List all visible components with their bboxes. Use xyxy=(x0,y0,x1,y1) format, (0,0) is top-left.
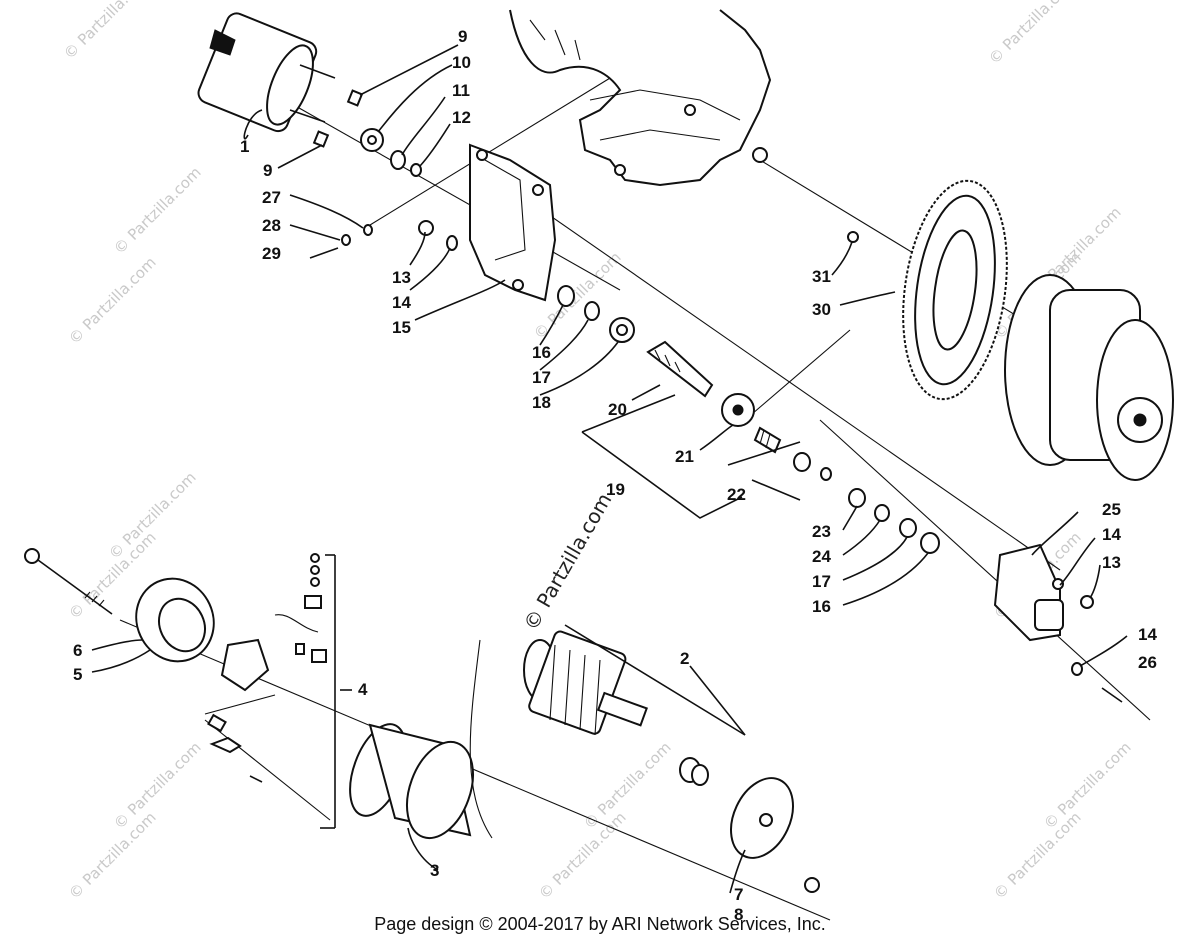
callout-6: 6 xyxy=(73,641,82,660)
engine-crankcase xyxy=(509,9,772,187)
callout-16: 16 xyxy=(532,343,551,362)
callout-26: 26 xyxy=(1138,653,1157,672)
starter-motor xyxy=(197,12,336,133)
callout-18: 18 xyxy=(532,393,551,412)
callout-24: 24 xyxy=(812,547,831,566)
callout-16-right: 16 xyxy=(812,597,831,616)
callout-4: 4 xyxy=(358,680,368,699)
brush-holder xyxy=(204,553,336,829)
callout-29: 29 xyxy=(262,244,281,263)
leader-lines xyxy=(91,44,1128,894)
callout-14: 14 xyxy=(392,293,411,312)
drive-shaft-assembly xyxy=(557,285,940,554)
callout-1: 1 xyxy=(240,137,249,156)
small-hardware xyxy=(309,89,458,259)
armature xyxy=(523,624,746,786)
watermark: © Partzilla.com xyxy=(1040,738,1135,833)
callout-10: 10 xyxy=(452,53,471,72)
callout-19: 19 xyxy=(606,480,625,499)
watermark: © Partzilla.com xyxy=(110,163,205,258)
watermark: © Partzilla.com xyxy=(990,808,1085,903)
watermark: © Partzilla.com xyxy=(65,253,160,348)
callout-8: 8 xyxy=(734,905,743,924)
drive-sprocket xyxy=(847,179,1008,401)
callout-labels: 1 2 3 4 5 6 7 8 9 9 10 11 12 13 14 15 16… xyxy=(73,27,1157,924)
callout-13-right: 13 xyxy=(1102,553,1121,572)
callout-15: 15 xyxy=(392,318,411,337)
callout-2: 2 xyxy=(680,649,689,668)
drive-end-plate xyxy=(730,777,820,893)
callout-3: 3 xyxy=(430,861,439,880)
callout-13: 13 xyxy=(392,268,411,287)
drive-clutch xyxy=(1004,274,1174,481)
callout-23: 23 xyxy=(812,522,831,541)
callout-31: 31 xyxy=(812,267,831,286)
watermark: © Partzilla.com xyxy=(985,0,1080,68)
watermark: © Partzilla.com xyxy=(105,468,200,563)
end-cover xyxy=(24,548,215,663)
callout-5: 5 xyxy=(73,665,82,684)
callout-27: 27 xyxy=(262,188,281,207)
callout-28: 28 xyxy=(262,216,281,235)
callout-12: 12 xyxy=(452,108,471,127)
callout-9-bottom: 9 xyxy=(263,161,272,180)
callout-21: 21 xyxy=(675,447,694,466)
copyright-footer: Page design © 2004-2017 by ARI Network S… xyxy=(374,914,826,934)
callout-14-lower: 14 xyxy=(1138,625,1157,644)
callout-25: 25 xyxy=(1102,500,1121,519)
nose-housing xyxy=(993,543,1123,703)
callout-20: 20 xyxy=(608,400,627,419)
callout-7: 7 xyxy=(734,885,743,904)
field-coil-housing xyxy=(349,639,493,840)
callout-30: 30 xyxy=(812,300,831,319)
callout-14-right: 14 xyxy=(1102,525,1121,544)
watermark: © Partzilla.com xyxy=(60,0,155,63)
callout-17-right: 17 xyxy=(812,572,831,591)
callout-22: 22 xyxy=(727,485,746,504)
callout-11: 11 xyxy=(452,81,470,100)
watermark: © Partzilla.com xyxy=(580,738,675,833)
callout-9-top: 9 xyxy=(458,27,467,46)
watermark-center: © Partzilla.com xyxy=(519,489,617,635)
mounting-bracket xyxy=(469,143,557,302)
watermark: © Partzilla.com xyxy=(110,738,205,833)
callout-17: 17 xyxy=(532,368,551,387)
